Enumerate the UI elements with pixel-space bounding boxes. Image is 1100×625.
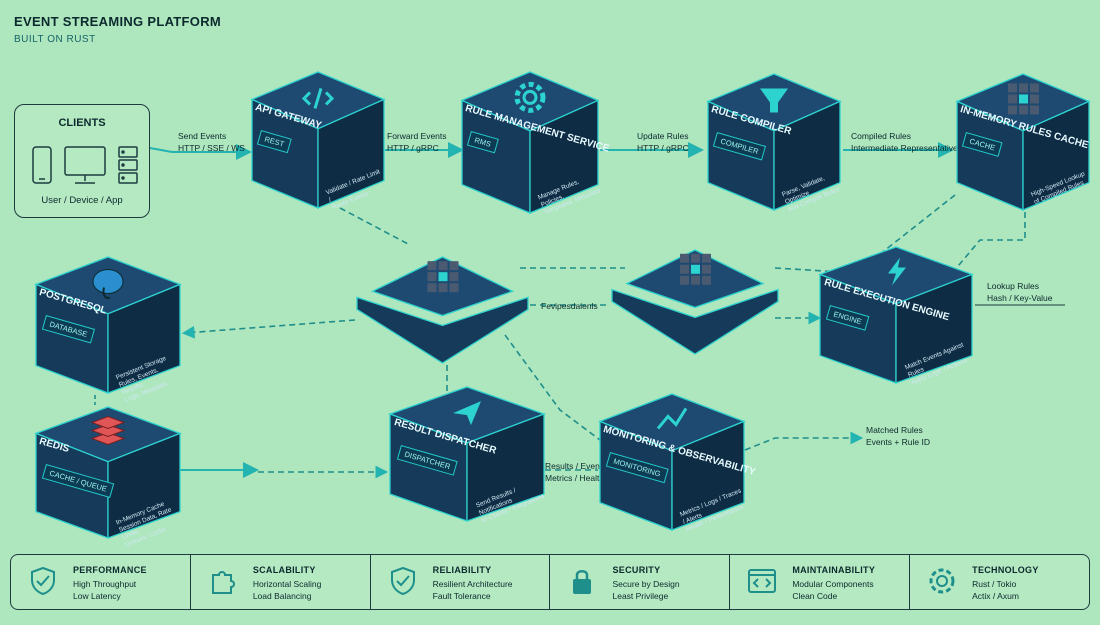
funnel-icon [760,88,788,113]
footer-title: RELIABILITY [432,565,492,575]
footer-item-reliability: RELIABILITY Resilient Architecture Fault… [371,555,551,609]
footer-line1: Secure by Design [612,579,680,589]
footer-line1: Modular Components [792,579,874,589]
box-shape [611,249,779,355]
clients-box: CLIENTS User / Device / App [14,104,150,218]
monitor-icon [64,146,106,184]
gear-icon [514,81,546,113]
edge-send-events [149,144,252,160]
grid-icon [427,261,459,293]
edge-monitoring-matched [744,431,864,451]
puzzle-icon [211,571,235,594]
footer-title: TECHNOLOGY [972,565,1039,575]
footer-line2: Least Privilege [612,591,669,601]
clients-title: CLIENTS [58,117,106,129]
footer-title: SECURITY [612,565,661,575]
code-icon [301,88,335,109]
server-icon [118,146,138,184]
box-shape [598,393,746,531]
lock-icon [573,570,592,594]
footer-item-security: SECURITY Secure by Design Least Privileg… [550,555,731,609]
phone-icon [32,146,52,184]
box-shape [955,73,1091,211]
footer-title: MAINTAINABILITY [792,565,876,575]
redis-icon [90,415,126,446]
shield-check-icon [31,566,55,596]
shield-check-icon [390,566,415,596]
box-shape [250,71,386,209]
edge-gateway-to-processor [339,207,411,246]
page-title: EVENT STREAMING PLATFORM [14,14,222,29]
box-shape [706,73,842,211]
bolt-icon [888,257,906,286]
processing-block-right [610,248,780,361]
box-shape [356,256,529,364]
edge-processor-to-postgres [181,319,356,339]
box-shape [388,386,546,522]
code-window-icon [748,569,777,593]
footer-item-performance: PERFORMANCE High Throughput Low Latency [11,555,191,609]
client-icons [32,146,138,184]
footer-title: PERFORMANCE [73,565,147,575]
paper-plane-icon [453,401,481,426]
footer-item-technology: TECHNOLOGY Rust / Tokio Actix / Axum [910,555,1089,609]
box-shape [34,256,182,394]
footer-line2: Actix / Axum [972,591,1019,601]
clients-footer: User / Device / App [41,195,123,206]
footer-title: SCALABILITY [252,565,316,575]
box-shape [460,71,600,214]
footer-line2: Clean Code [792,591,838,601]
footer-line1: Horizontal Scaling [252,579,322,589]
grid-icon [1008,83,1039,115]
footer-line1: High Throughput [73,579,137,589]
footer-item-maintainability: MAINTAINABILITY Modular Components Clean… [730,555,911,609]
footer-line1: Rust / Tokio [972,579,1017,589]
chart-line-icon [656,407,688,430]
processing-block-left [355,255,530,370]
grid-icon [680,253,711,285]
edge-label-middle: Fevipesdaienls [541,301,598,311]
feature-footer: PERFORMANCE High Throughput Low Latency … [10,554,1090,610]
gear-icon [929,568,955,594]
footer-line2: Fault Tolerance [432,591,491,601]
edge-processor-to-monitoring [504,334,601,441]
footer-item-scalability: SCALABILITY Horizontal Scaling Load Bala… [191,555,371,609]
elephant-icon [92,268,124,299]
edge-cache-to-engine [947,212,1026,279]
footer-line2: Low Latency [73,591,121,601]
footer-line2: Load Balancing [252,591,312,601]
page-subtitle: BUILT ON RUST [14,34,96,45]
footer-line1: Resilient Architecture [432,579,513,589]
